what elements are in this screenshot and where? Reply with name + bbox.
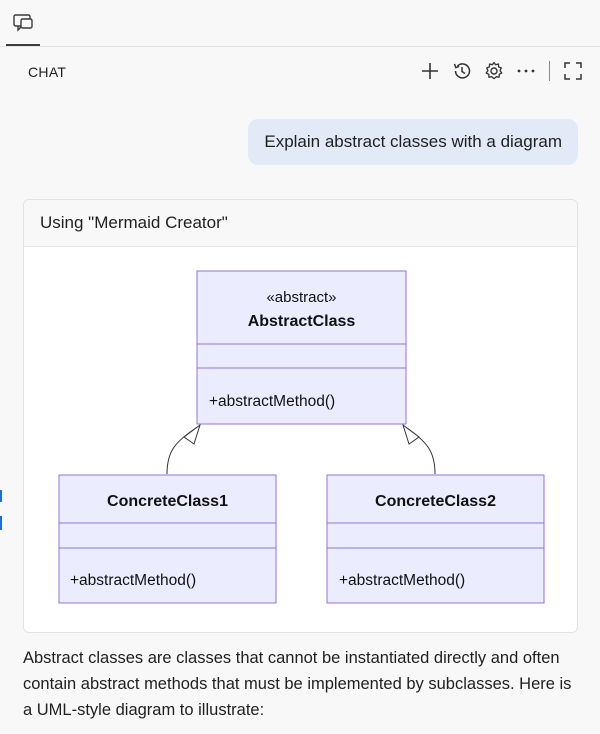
abstract-class-method: +abstractMethod(): [209, 393, 335, 410]
tool-result-card: Using "Mermaid Creator" «abstract» Abstr…: [23, 199, 578, 633]
assistant-response: Abstract classes are classes that cannot…: [23, 649, 572, 719]
plus-icon[interactable]: [419, 60, 441, 82]
chat-icon: [12, 13, 34, 38]
top-tab-bar: [0, 0, 600, 47]
history-icon[interactable]: [451, 60, 473, 82]
uml-class-diagram: «abstract» AbstractClass +abstractMethod…: [24, 247, 577, 632]
gear-icon[interactable]: [483, 60, 505, 82]
inheritance-arrowhead-1: [183, 423, 201, 445]
concrete-class-1-name: ConcreteClass1: [107, 493, 228, 510]
panel-title: CHAT: [28, 64, 67, 80]
maximize-icon[interactable]: [562, 60, 584, 82]
toolbar-separator: [549, 61, 550, 81]
concrete-class-2-name: ConcreteClass2: [375, 493, 496, 510]
abstract-class-box: «abstract» AbstractClass +abstractMethod…: [196, 270, 407, 425]
concrete-class-2-method: +abstractMethod(): [339, 572, 465, 589]
abstract-class-name: AbstractClass: [248, 313, 356, 330]
edge-marker: [0, 516, 2, 530]
concrete-class-2-box: ConcreteClass2 +abstractMethod(): [326, 474, 545, 604]
inheritance-arrowhead-2: [402, 423, 420, 445]
concrete-class-1-method: +abstractMethod(): [70, 572, 196, 589]
tool-card-title: Using "Mermaid Creator": [24, 200, 577, 247]
user-message-bubble: Explain abstract classes with a diagram: [248, 119, 578, 165]
more-icon[interactable]: [515, 60, 537, 82]
abstract-stereotype: «abstract»: [266, 289, 336, 306]
chat-toolbar: [419, 60, 584, 82]
concrete-class-1-box: ConcreteClass1 +abstractMethod(): [58, 474, 277, 604]
chat-header: CHAT: [0, 46, 600, 98]
chat-tab[interactable]: [6, 6, 40, 46]
edge-marker: [0, 490, 2, 502]
